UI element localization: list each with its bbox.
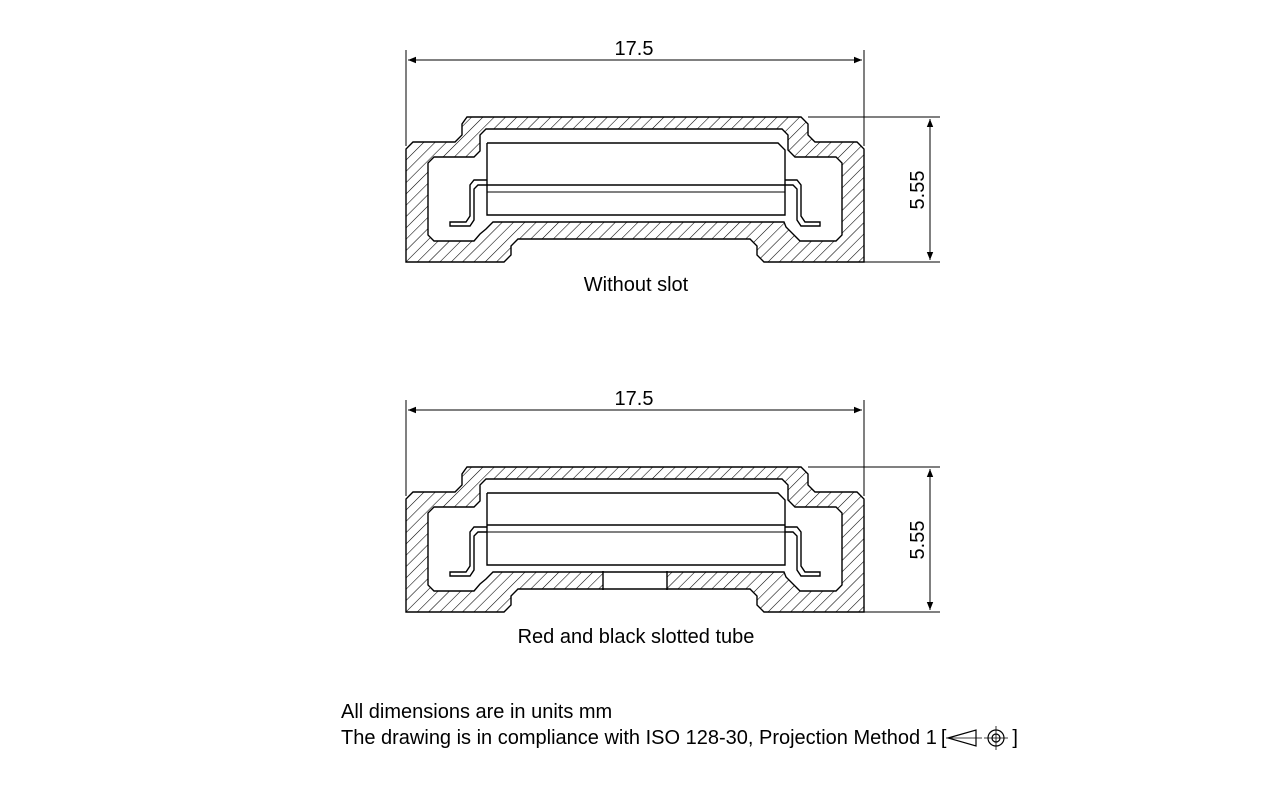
tube-cross-section bbox=[405, 116, 865, 263]
compliance-note: The drawing is in compliance with ISO 12… bbox=[341, 725, 1018, 751]
height-dimension bbox=[808, 116, 940, 263]
view-without-slot: 17.5 5.55 Without slot bbox=[405, 38, 940, 296]
bracket-close: ] bbox=[1012, 727, 1018, 749]
bracket-open: [ bbox=[940, 727, 947, 749]
width-dimension bbox=[405, 400, 865, 496]
height-dimension-label: 5.55 bbox=[907, 521, 929, 560]
ic-component bbox=[449, 142, 821, 227]
ic-component bbox=[449, 492, 821, 577]
view-slotted: 17.5 5.55 Red and black slotted tube bbox=[405, 388, 940, 648]
tube-cross-section bbox=[405, 466, 865, 613]
first-angle-projection-icon bbox=[946, 726, 1009, 750]
height-dimension bbox=[808, 466, 940, 613]
units-note: All dimensions are in units mm bbox=[341, 700, 612, 724]
compliance-note-text: The drawing is in compliance with ISO 12… bbox=[341, 727, 937, 749]
width-dimension-label: 17.5 bbox=[615, 388, 654, 410]
tube-slot bbox=[603, 571, 667, 590]
view-caption: Red and black slotted tube bbox=[518, 626, 755, 648]
projection-symbol: [ ] bbox=[941, 725, 1018, 751]
height-dimension-label: 5.55 bbox=[907, 171, 929, 210]
view-caption: Without slot bbox=[584, 274, 689, 296]
width-dimension bbox=[405, 50, 865, 146]
width-dimension-label: 17.5 bbox=[615, 38, 654, 60]
units-note-text: All dimensions are in units mm bbox=[341, 701, 613, 723]
